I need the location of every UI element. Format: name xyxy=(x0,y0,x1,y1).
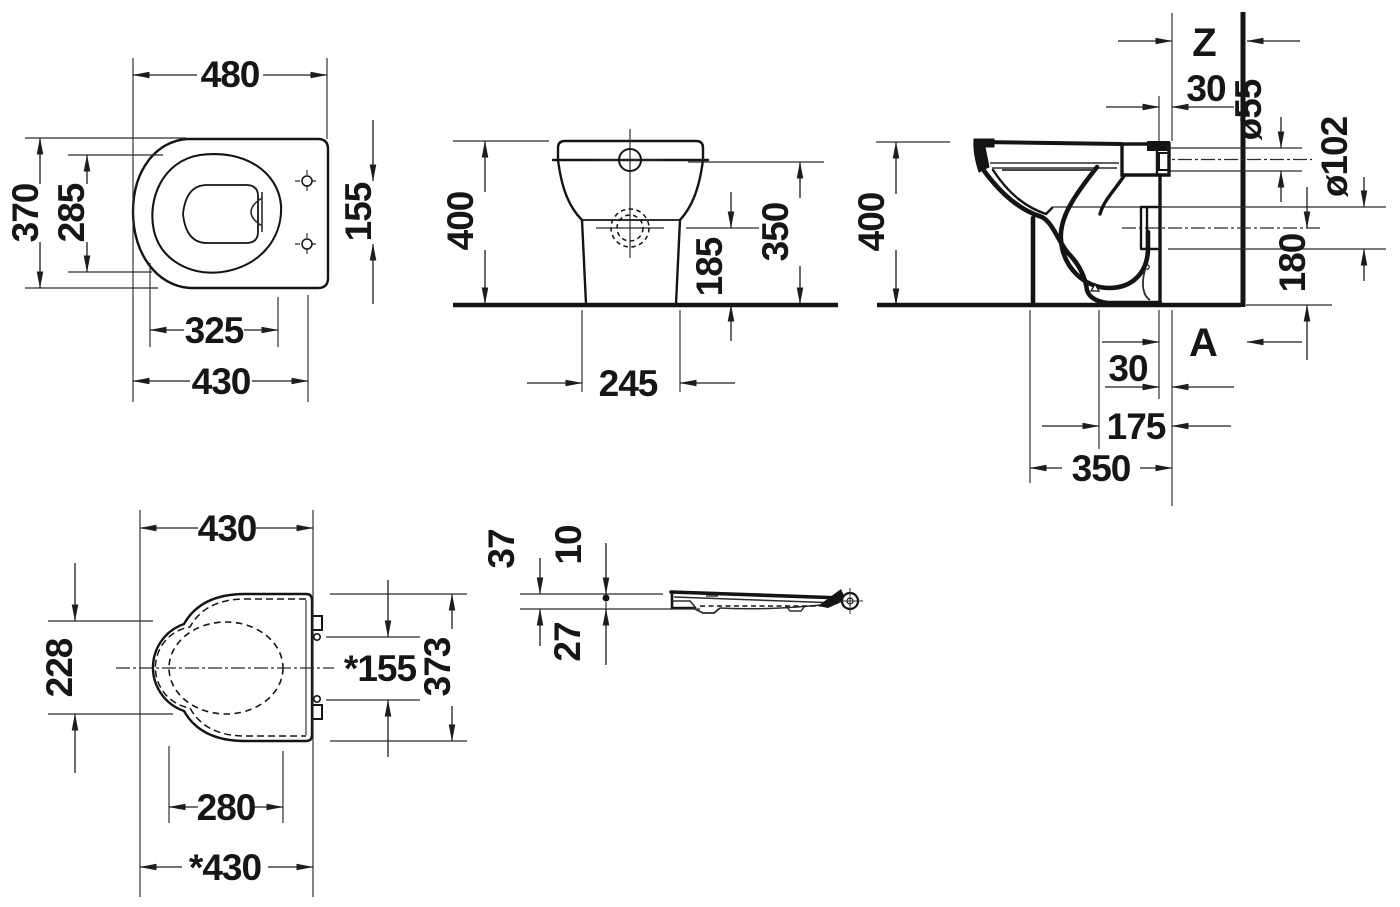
dim-side-outlet-height: 180 xyxy=(1272,233,1313,292)
toilet-front-dimensions: 400 350 185 245 xyxy=(440,140,824,404)
dim-side-height: 400 xyxy=(851,192,892,251)
seat-plan-view: 430 228 *155 373 280 *430 xyxy=(39,508,467,897)
dim-seat-opening-width: 280 xyxy=(197,787,256,828)
dim-side-rough-in: Z xyxy=(1192,21,1216,65)
dim-side-fixing-offset: 350 xyxy=(1072,448,1131,489)
dim-seat-overall-depth: *430 xyxy=(189,847,262,888)
dim-seatprofile-bottom-offset: 27 xyxy=(547,622,588,661)
toilet-side-dimensions: 400 Z 30 ø55 ø102 180 A xyxy=(851,13,1368,506)
dim-side-floor-ref: A xyxy=(1189,321,1217,365)
seat-profile-body xyxy=(669,588,863,614)
toilet-front-body xyxy=(453,129,838,308)
dim-seat-front-width: 228 xyxy=(39,638,80,697)
seat-hinge xyxy=(311,615,323,641)
dim-front-mid-height: 185 xyxy=(689,237,730,296)
hinge-height-dot xyxy=(602,594,610,602)
dim-side-bottom-gap: 30 xyxy=(1108,348,1148,389)
toilet-side-body xyxy=(973,138,1386,306)
dim-seatprofile-top-offset: 10 xyxy=(548,525,589,565)
mounting-hole-marker xyxy=(295,170,319,193)
seat-profile-view: 37 10 27 xyxy=(481,525,863,665)
dim-seat-hinge-spacing: *155 xyxy=(344,648,417,689)
dim-seatprofile-thickness: 37 xyxy=(481,529,522,568)
mounting-hole-marker xyxy=(295,233,319,256)
hinge-axis-marker xyxy=(837,588,863,614)
seat-profile-dimensions: 37 10 27 xyxy=(481,525,700,665)
seat-plan-body xyxy=(116,592,334,743)
dim-front-rim-height: 350 xyxy=(755,202,796,261)
dim-side-top-gap: 30 xyxy=(1186,68,1226,109)
toilet-front-view: 400 350 185 245 xyxy=(440,129,838,404)
dim-side-spud-diameter: ø55 xyxy=(1228,79,1269,140)
dim-plan-depth: 370 xyxy=(5,183,46,242)
dim-front-base-width: 245 xyxy=(599,363,658,404)
dim-side-outlet-diameter: ø102 xyxy=(1314,116,1355,197)
seat-plan-dimensions: 430 228 *155 373 280 *430 xyxy=(39,508,467,897)
dim-plan-length: 430 xyxy=(192,361,251,402)
dim-front-height: 400 xyxy=(440,191,481,250)
dim-plan-hole-spacing: 155 xyxy=(338,182,379,241)
toilet-plan-body xyxy=(131,137,330,290)
dim-side-outlet-offset: 175 xyxy=(1107,406,1166,447)
toilet-plan-dimensions: 480 370 285 155 325 430 xyxy=(5,54,379,402)
dim-seat-depth: 373 xyxy=(417,637,458,696)
seat-hinge xyxy=(311,694,323,720)
toilet-side-view: 400 Z 30 ø55 ø102 180 A xyxy=(851,12,1386,506)
toilet-plan-view: 480 370 285 155 325 430 xyxy=(5,54,379,402)
dim-plan-front-to-holes: 325 xyxy=(185,310,244,351)
dim-plan-width: 480 xyxy=(201,54,260,95)
dim-plan-seat-depth: 285 xyxy=(51,183,92,242)
dim-seat-width: 430 xyxy=(198,508,257,549)
